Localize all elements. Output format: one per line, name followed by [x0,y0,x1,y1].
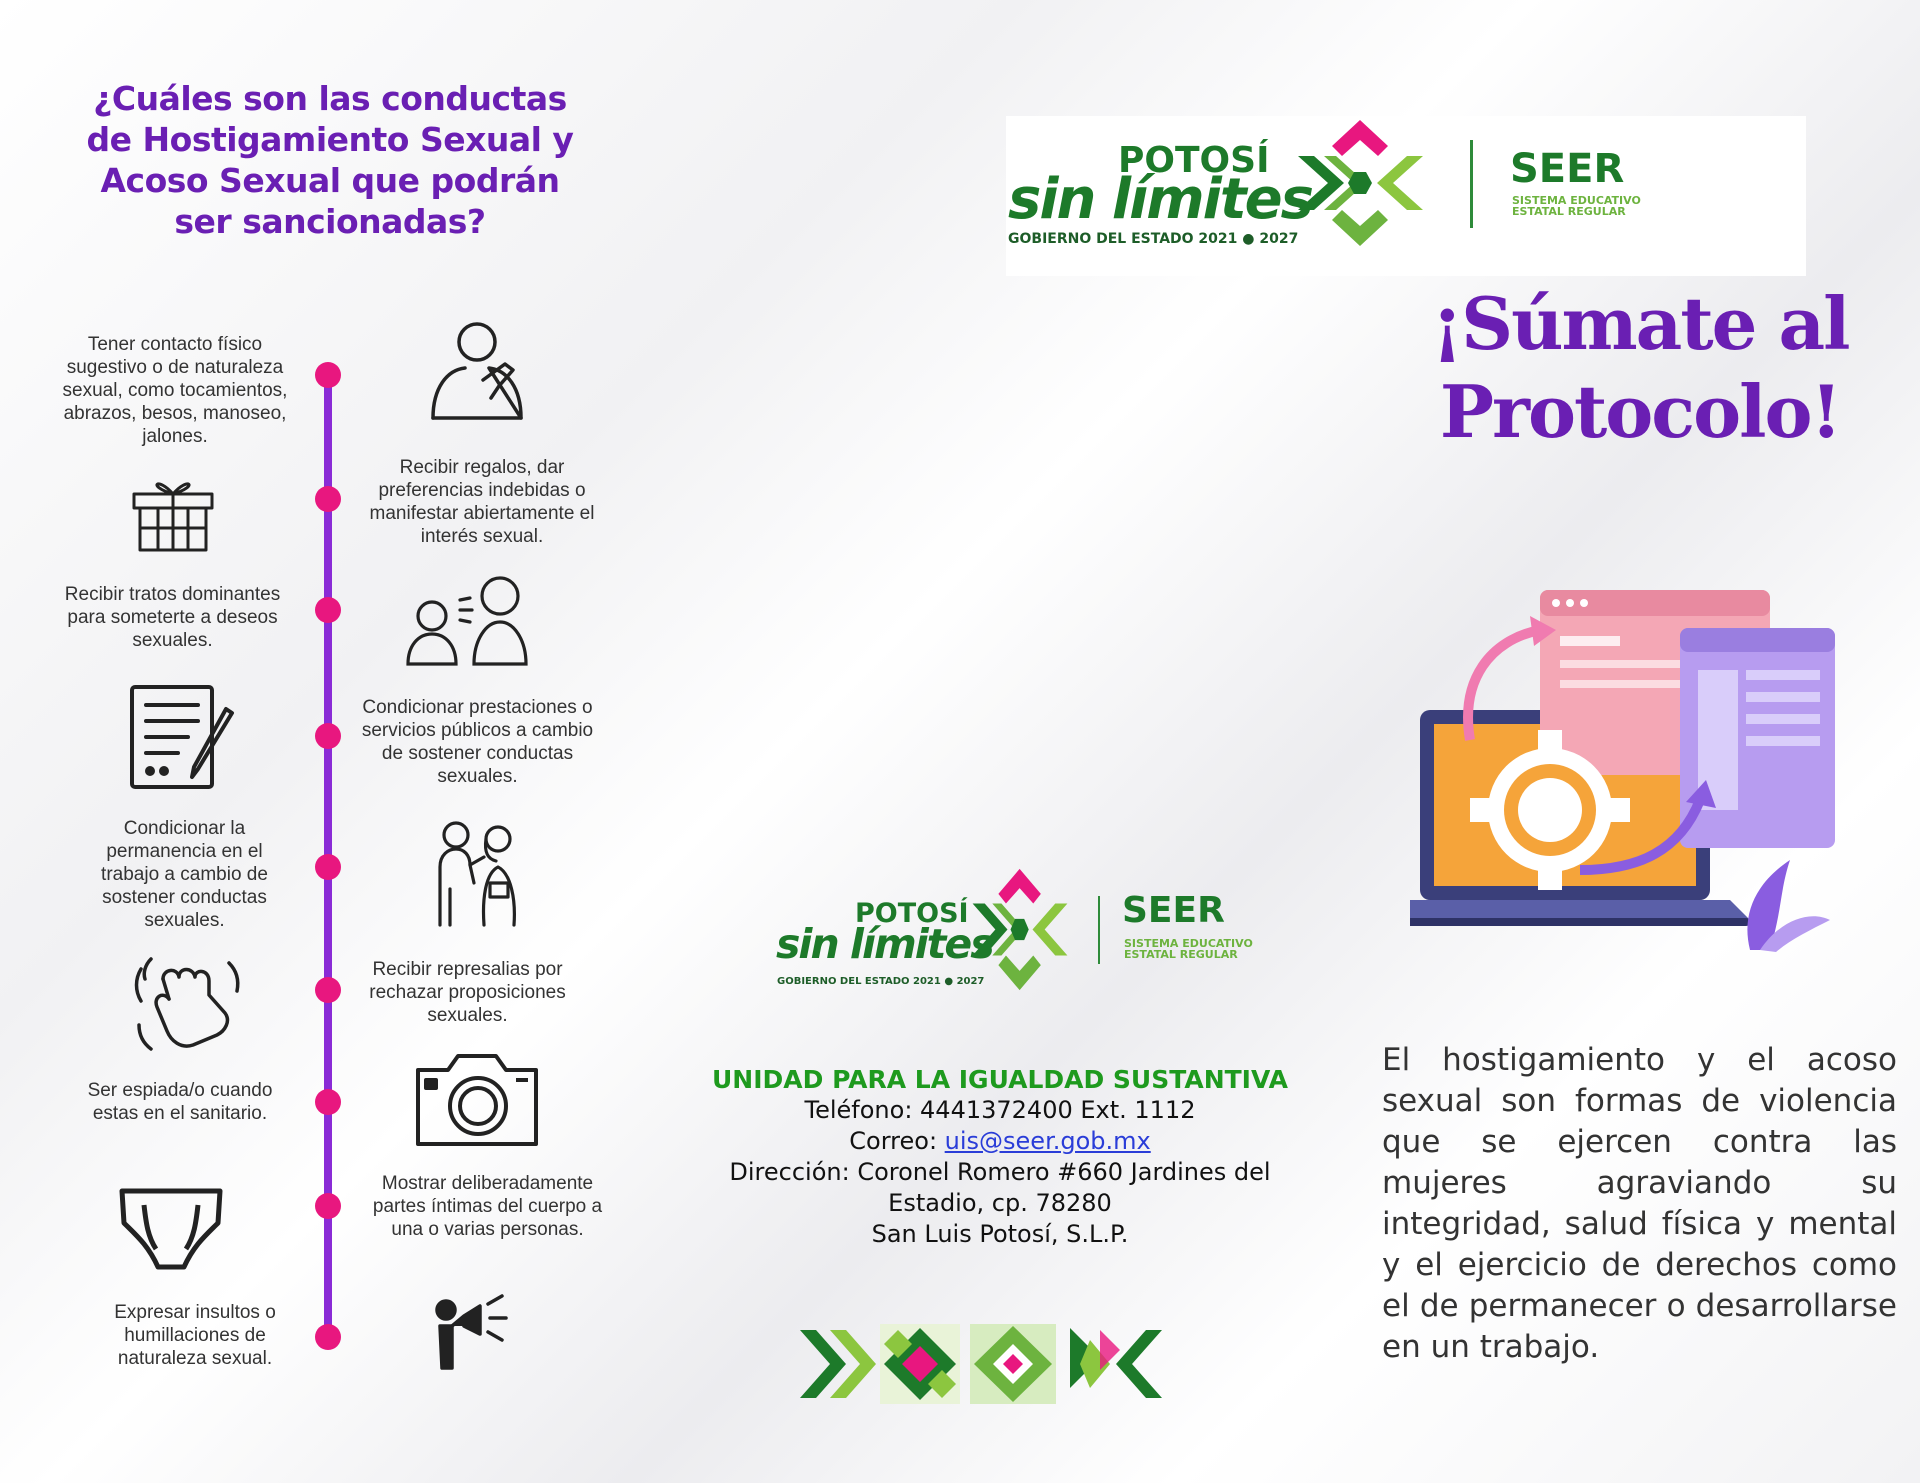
headline: ¡Súmate al Protocolo! [1431,281,1851,454]
conduct-text-job-permanence: Condicionar la permanencia en el trabajo… [101,818,268,931]
contact-block: UNIDAD PARA LA IGUALDAD SUSTANTIVA Teléf… [700,1064,1300,1250]
timeline-dot [315,597,341,623]
megaphone-person-icon [430,1286,510,1371]
logo-divider-small [1098,896,1100,964]
sin-limites-wordmark-small: sin límites [776,920,995,968]
underwear-icon [116,1183,226,1273]
address-line-2: Estadio, cp. 78280 [888,1189,1112,1217]
laptop-settings-illustration [1400,580,1850,965]
touch-person-icon [425,318,535,423]
unit-name: UNIDAD PARA LA IGUALDAD SUSTANTIVA [712,1065,1288,1094]
phone-text: Teléfono: 4441372400 Ext. 1112 [804,1096,1196,1124]
conduct-text-conditioning-services: Condicionar prestaciones o servicios púb… [361,697,594,787]
state-emblem-small-icon [965,865,1075,1000]
logo-divider [1470,140,1473,228]
timeline-dot [315,977,341,1003]
harassment-scene-icon [426,817,526,927]
description-paragraph: El hostigamiento y el acoso sexual son f… [1382,1042,1897,1365]
seer-wordmark: SEER [1510,146,1625,192]
question-title: ¿Cuáles son las conductas de Hostigamien… [86,79,574,241]
city-text: San Luis Potosí, S.L.P. [871,1220,1129,1248]
conduct-text-dominant-treatment: Recibir tratos dominantes para someterte… [64,584,281,651]
conduct-text-spied: Ser espiada/o cuando estas en el sanitar… [87,1080,273,1124]
decorative-pattern [800,1320,1170,1413]
timeline-dot [315,1324,341,1350]
timeline-dot [315,362,341,388]
state-emblem-icon [1288,116,1433,256]
conduct-text-exposure: Mostrar deliberadamente partes íntimas d… [372,1173,603,1240]
timeline-dot [315,486,341,512]
conduct-text-gifts: Recibir regalos, dar preferencias indebi… [369,457,595,547]
gobierno-label: GOBIERNO DEL ESTADO 2021 ● 2027 [1008,231,1299,247]
conduct-text-insults: Expresar insultos o humillaciones de nat… [114,1302,276,1369]
conduct-text-physical-contact: Tener contacto físico sugestivo o de nat… [62,334,288,447]
gift-icon [128,472,218,554]
email-line: Correo: uis@seer.gob.mx [849,1127,1151,1155]
document-sign-icon [128,683,238,793]
potosi-wordmark-small: POTOSÍ [855,898,969,929]
timeline-dot [315,854,341,880]
seer-wordmark-small: SEER [1122,890,1225,931]
conduct-text-reprisals: Recibir represalias por rechazar proposi… [369,959,566,1026]
timeline-dot [315,1193,341,1219]
fist-icon [133,955,243,1055]
dialogue-people-icon [402,574,552,669]
potosi-wordmark: POTOSÍ [1118,140,1270,181]
address-line-1: Dirección: Coronel Romero #660 Jardines … [729,1158,1271,1186]
timeline-dot [315,1089,341,1115]
gobierno-label-small: GOBIERNO DEL ESTADO 2021 ● 2027 [777,976,985,987]
timeline-dot [315,723,341,749]
email-link[interactable]: uis@seer.gob.mx [944,1127,1151,1155]
sin-limites-wordmark: sin límites [1008,167,1314,232]
camera-icon [412,1050,542,1150]
